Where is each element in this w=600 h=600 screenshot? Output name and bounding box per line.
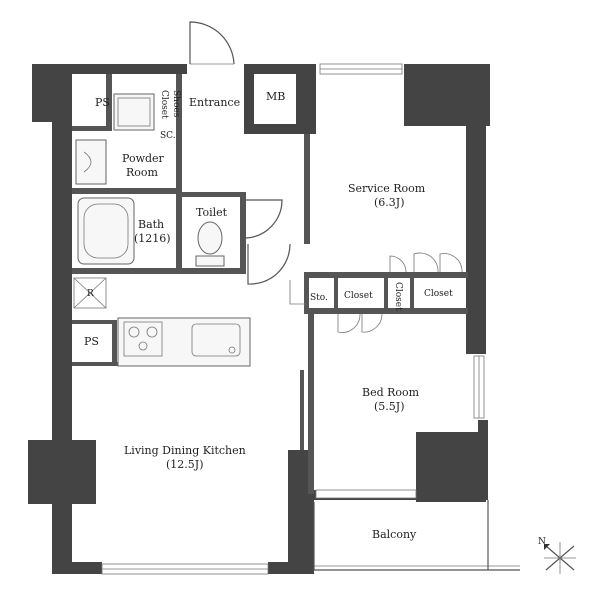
closet-div-3: [410, 272, 414, 312]
label-bed-room: Bed Room: [362, 386, 420, 399]
closet-div-2: [384, 272, 388, 312]
label-ps-kitchen: PS: [84, 335, 99, 348]
ps-kitchen-box: [72, 320, 116, 324]
washer: [113, 93, 155, 131]
bathtub: [77, 197, 135, 265]
label-ldk-size: (12.5J): [166, 458, 204, 471]
label-storage: Sto.: [310, 293, 328, 303]
compass-icon: N: [538, 537, 576, 574]
kitchen-counter: [117, 317, 251, 367]
label-refrigerator: R: [87, 289, 94, 299]
label-balcony: Balcony: [372, 528, 417, 541]
service-wall-left: [304, 134, 310, 244]
stove: [123, 321, 163, 357]
label-shoes-1: Shoes: [171, 90, 181, 118]
label-bed-size: (5.5J): [374, 400, 405, 413]
entrance-door: [189, 21, 235, 65]
toilet-tank: [195, 255, 225, 267]
label-powder-2: Room: [126, 166, 159, 179]
bedroom-wall-left: [308, 314, 314, 494]
compass-north-label: N: [538, 537, 546, 547]
room-labels: PS Shoes Closet SC. Entrance MB Service …: [84, 90, 453, 541]
closet-door-s2: [413, 252, 439, 273]
fixtures: [73, 93, 251, 367]
wall-top-left: [32, 64, 187, 74]
kitchen-sink: [191, 323, 241, 357]
windows: [101, 63, 485, 575]
wall-right: [466, 64, 486, 354]
label-mb: MB: [266, 90, 285, 103]
ps-top-wall: [106, 74, 112, 130]
label-toilet: Toilet: [196, 206, 228, 219]
kitchen-wall-bottom: [72, 362, 118, 366]
window-bedroom-bottom: [315, 489, 417, 499]
toilet-door: [245, 199, 283, 239]
toilet-bowl: [197, 221, 223, 255]
label-closet-2: Closet: [393, 282, 403, 311]
label-closet-1: Closet: [344, 291, 373, 301]
mb-wall-left: [244, 64, 254, 134]
refrigerator-box: [73, 277, 107, 309]
label-ps-top: PS: [95, 96, 110, 109]
wall-top-mb: [244, 64, 316, 74]
toilet-wall-top: [182, 192, 244, 197]
label-closet-3: Closet: [424, 289, 453, 299]
toilet-wall-right: [240, 192, 246, 274]
ps-top-bottom: [72, 126, 112, 131]
mb-wall-right: [296, 64, 316, 134]
closet-door-b1: [337, 313, 361, 333]
hall-wall: [300, 370, 304, 450]
label-powder-1: Powder: [122, 152, 165, 165]
closet-door-s1: [389, 255, 407, 273]
doors: [189, 21, 463, 333]
label-shoes-2: Closet: [159, 90, 169, 119]
label-bath-size: (1216): [134, 232, 171, 245]
label-service-size: (6.3J): [374, 196, 405, 209]
wet-wall-right: [176, 74, 182, 274]
closet-door-b2: [361, 313, 383, 333]
toilet-wall-bottom: [182, 268, 246, 274]
closet-div-1: [334, 272, 338, 312]
bath-bottom-wall: [72, 268, 186, 274]
balcony-area: [313, 500, 520, 571]
structural-walls: [28, 64, 490, 574]
label-entrance: Entrance: [189, 96, 240, 109]
label-sc: SC.: [160, 131, 176, 141]
sto-door: [289, 280, 306, 305]
label-service-room: Service Room: [348, 182, 426, 195]
ps-kitchen-right: [112, 320, 117, 364]
hall-door: [247, 243, 291, 285]
column-mid-left: [28, 440, 96, 504]
mb-wall-bottom: [244, 124, 316, 134]
label-ldk: Living Dining Kitchen: [124, 444, 246, 457]
wall-bottom-left: [52, 562, 102, 574]
closet-door-s3: [439, 253, 463, 273]
label-bath: Bath: [138, 218, 164, 231]
powder-bath-wall: [72, 188, 182, 194]
interior-walls: [72, 74, 468, 494]
closet-sto-left: [304, 272, 309, 314]
